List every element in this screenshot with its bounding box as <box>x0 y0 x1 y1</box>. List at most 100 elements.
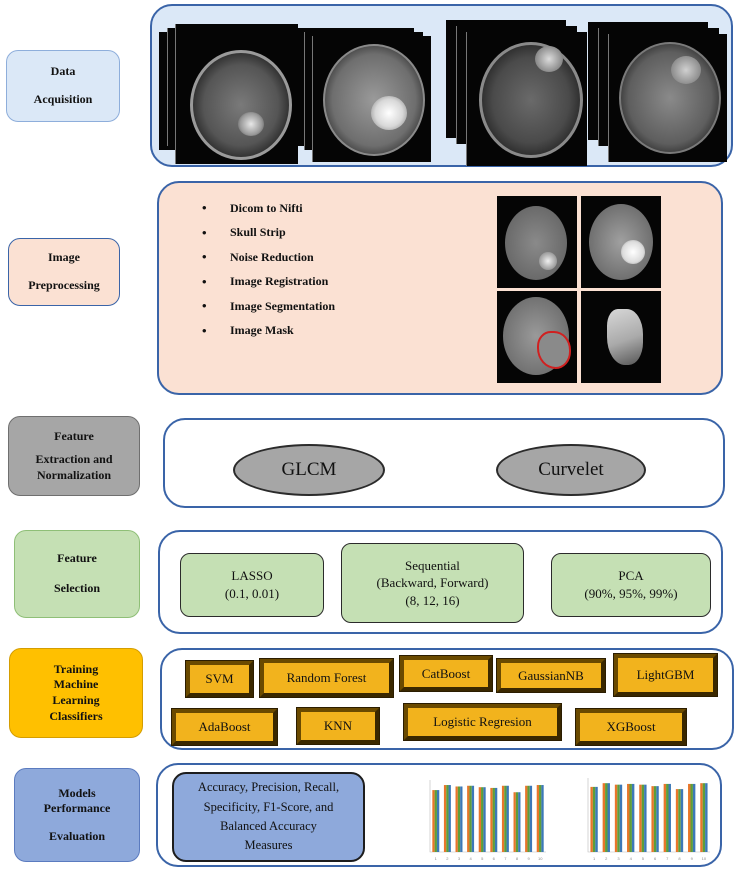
chart-bar <box>448 785 451 852</box>
chart-bar <box>605 783 608 852</box>
chart-tick-label: 1 <box>435 856 438 861</box>
mri-scan-t1 <box>175 24 298 164</box>
chart-bar <box>469 785 472 852</box>
preprocessing-steps: Dicom to Nifti Skull Strip Noise Reducti… <box>202 196 462 343</box>
stage-label-line: Image <box>48 250 80 265</box>
classifier-logistic-regression: Logistic Regresion <box>403 703 562 741</box>
chart-bar <box>617 784 620 852</box>
step-image-segmentation: Image Segmentation <box>202 294 462 319</box>
chart-bar <box>656 786 659 852</box>
lasso-method: LASSO (0.1, 0.01) <box>180 553 324 617</box>
chart-bar <box>629 783 632 852</box>
chart-bar <box>467 785 470 852</box>
chart-bar <box>700 783 703 852</box>
preprocessed-scan-1 <box>497 196 577 288</box>
stage-performance-evaluation: Models Performance Evaluation <box>14 768 140 862</box>
chart-tick-label: 8 <box>678 856 681 861</box>
chart-bar <box>641 784 645 852</box>
chart-bar <box>619 784 623 852</box>
chart-tick-label: 6 <box>654 856 657 861</box>
chart-bar <box>639 784 642 852</box>
chart-tick-label: 4 <box>630 856 633 861</box>
chart-tick-label: 6 <box>493 856 496 861</box>
chart-bar <box>529 785 533 852</box>
evaluation-metrics: Accuracy, Precision, Recall, Specificity… <box>172 772 365 862</box>
chart-bar <box>663 783 667 852</box>
segmented-scan <box>497 291 577 383</box>
stage-label-line: Models <box>58 785 96 800</box>
chart-bar <box>483 787 486 852</box>
chart-bar <box>525 785 528 852</box>
chart-bar <box>436 790 440 852</box>
chart-tick-label: 3 <box>458 856 461 861</box>
chart-tick-label: 3 <box>617 856 620 861</box>
mri-scan-flair <box>608 34 727 162</box>
chart-tick-label: 2 <box>446 856 449 861</box>
classifier-random-forest: Random Forest <box>259 658 394 698</box>
chart-bar <box>506 785 509 852</box>
chart-bar <box>490 787 493 852</box>
pca-method: PCA (90%, 95%, 99%) <box>551 553 711 617</box>
chart-tick-label: 8 <box>516 856 519 861</box>
chart-tick-label: 7 <box>666 856 669 861</box>
stage-label-line: Normalization <box>37 467 111 482</box>
classifier-knn: KNN <box>296 707 380 745</box>
chart-tick-label: 2 <box>605 856 608 861</box>
sequential-method: Sequential (Backward, Forward) (8, 12, 1… <box>341 543 524 623</box>
chart-bar <box>501 785 505 852</box>
classifier-gaussiannb: GaussianNB <box>496 658 606 693</box>
chart-bar <box>595 786 598 852</box>
chart-tick-label: 5 <box>642 856 645 861</box>
chart-tick-label: 10 <box>702 856 707 861</box>
step-image-mask: Image Mask <box>202 319 462 344</box>
chart-bar <box>675 789 679 852</box>
step-noise-reduction: Noise Reduction <box>202 245 462 270</box>
stage-label-line: Selection <box>54 581 100 595</box>
stage-label-line: Performance <box>43 801 111 816</box>
step-skull-strip: Skull Strip <box>202 221 462 246</box>
step-dicom-to-nifti: Dicom to Nifti <box>202 196 462 221</box>
stage-label-line: Feature <box>54 428 94 443</box>
classifier-xgboost: XGBoost <box>575 708 687 746</box>
stage-training-classifiers: Training Machine Learning Classifiers <box>9 648 143 738</box>
chart-bar <box>432 790 435 852</box>
chart-bar <box>518 792 521 852</box>
classifier-lightgbm: LightGBM <box>613 653 718 697</box>
chart-tick-label: 5 <box>481 856 484 861</box>
chart-tick-label: 7 <box>504 856 507 861</box>
chart-bar <box>471 785 475 852</box>
chart-bar <box>504 785 507 852</box>
stage-label-line: Feature <box>57 551 97 566</box>
classifier-catboost: CatBoost <box>399 655 493 692</box>
stage-label-line: Evaluation <box>48 828 105 843</box>
chart-bar <box>515 792 519 852</box>
tumor-mask <box>581 291 661 383</box>
curvelet-method: Curvelet <box>496 444 646 496</box>
stage-label-line: Learning <box>52 693 100 707</box>
stage-data-acquisition: Data Acquisition <box>6 50 120 122</box>
chart-bar <box>590 786 593 852</box>
chart-bar <box>541 785 544 852</box>
chart-bar <box>668 783 671 852</box>
chart-bar <box>688 783 691 852</box>
stage-label-line: Classifiers <box>49 708 103 723</box>
chart-bar <box>494 787 498 852</box>
chart-tick-label: 10 <box>538 856 543 861</box>
chart-bar <box>653 786 657 852</box>
chart-bar <box>443 785 447 852</box>
stage-label-line: Preprocessing <box>28 278 100 292</box>
chart-bar <box>539 785 542 852</box>
stage-label-line: Extraction and <box>35 452 113 467</box>
chart-bar <box>536 785 540 852</box>
chart-bar <box>666 783 669 852</box>
chart-tick-label: 1 <box>593 856 596 861</box>
chart-bar <box>702 783 706 852</box>
chart-bar <box>481 787 484 852</box>
chart-bar <box>644 784 647 852</box>
chart-bar <box>527 785 530 852</box>
chart-bar <box>492 787 495 852</box>
classifier-svm: SVM <box>185 660 254 698</box>
chart-bar <box>434 790 437 852</box>
